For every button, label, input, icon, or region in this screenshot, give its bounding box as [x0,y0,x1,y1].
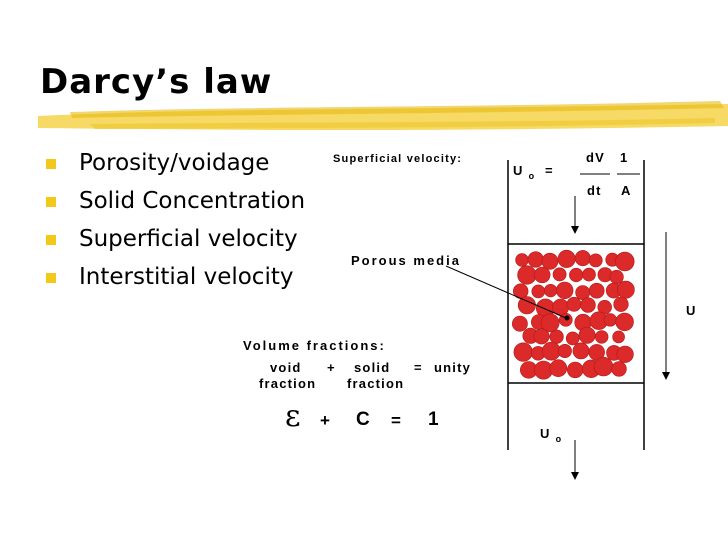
solid-word: solid [354,360,391,375]
bullet-square-icon [46,159,56,169]
particle [582,267,596,282]
unity-word: unity [434,360,472,375]
fraction-left: fraction [259,376,317,391]
particle [527,251,544,268]
dv-numerator: dV [586,150,606,165]
equation-equals: = [391,411,401,430]
equation-plus: + [320,411,330,430]
volume-fractions-heading: Volume fractions: [243,338,386,353]
epsilon-symbol: ε [285,399,301,434]
particle [533,266,551,284]
particle [615,312,634,332]
particle [574,250,591,267]
particle [540,313,560,333]
particle [612,330,625,344]
particle [616,345,634,363]
particle [578,326,596,344]
one-numerator: 1 [620,150,629,165]
particle [588,253,603,268]
bullet-square-icon [46,273,56,283]
particle [549,329,564,344]
fraction-right: fraction [347,376,405,391]
bullet-item: Solid Concentration [46,182,305,220]
particle [515,253,529,267]
bullet-list: Porosity/voidage Solid Concentration Sup… [46,144,305,296]
particle [557,249,576,268]
particle [533,328,550,345]
particle [603,313,617,327]
particle [557,343,572,358]
porous-media-label: Porous media [351,253,461,268]
equals-sign: = [545,163,554,178]
bullet-item: Superficial velocity [46,220,305,258]
particle [572,342,590,360]
particle [611,361,627,377]
particle [580,297,596,313]
equals-word: = [414,360,423,375]
particle [613,296,629,312]
plus-word: + [327,360,336,375]
particle [565,331,580,346]
superficial-velocity-label: Superficial velocity: [333,153,463,165]
particle [609,269,624,285]
flow-velocity-label: U [686,303,697,318]
a-denominator: A [621,183,632,198]
bullet-square-icon [46,197,56,207]
particle [594,330,609,344]
particle [616,280,635,299]
particle [543,284,558,298]
one-symbol: 1 [428,409,439,430]
bullet-item: Interstitial velocity [46,258,305,296]
particle [517,265,537,285]
particle [513,342,533,362]
particle [555,281,574,300]
void-word: void [270,360,302,375]
bullet-square-icon [46,235,56,245]
particle [569,267,584,283]
particle [593,356,614,377]
particle [588,282,605,299]
c-symbol: C [356,409,370,430]
particle [549,359,568,378]
particle [566,296,582,312]
bullet-item: Porosity/voidage [46,144,305,182]
slide-title: Darcy’s law [40,62,273,102]
particle [531,284,546,299]
particle [517,296,536,315]
particle [552,267,567,282]
particle [512,315,528,332]
particle [566,361,584,379]
particle-bed [512,249,635,380]
dt-denominator: dt [587,183,602,198]
particle [541,341,561,361]
particle [615,251,635,272]
